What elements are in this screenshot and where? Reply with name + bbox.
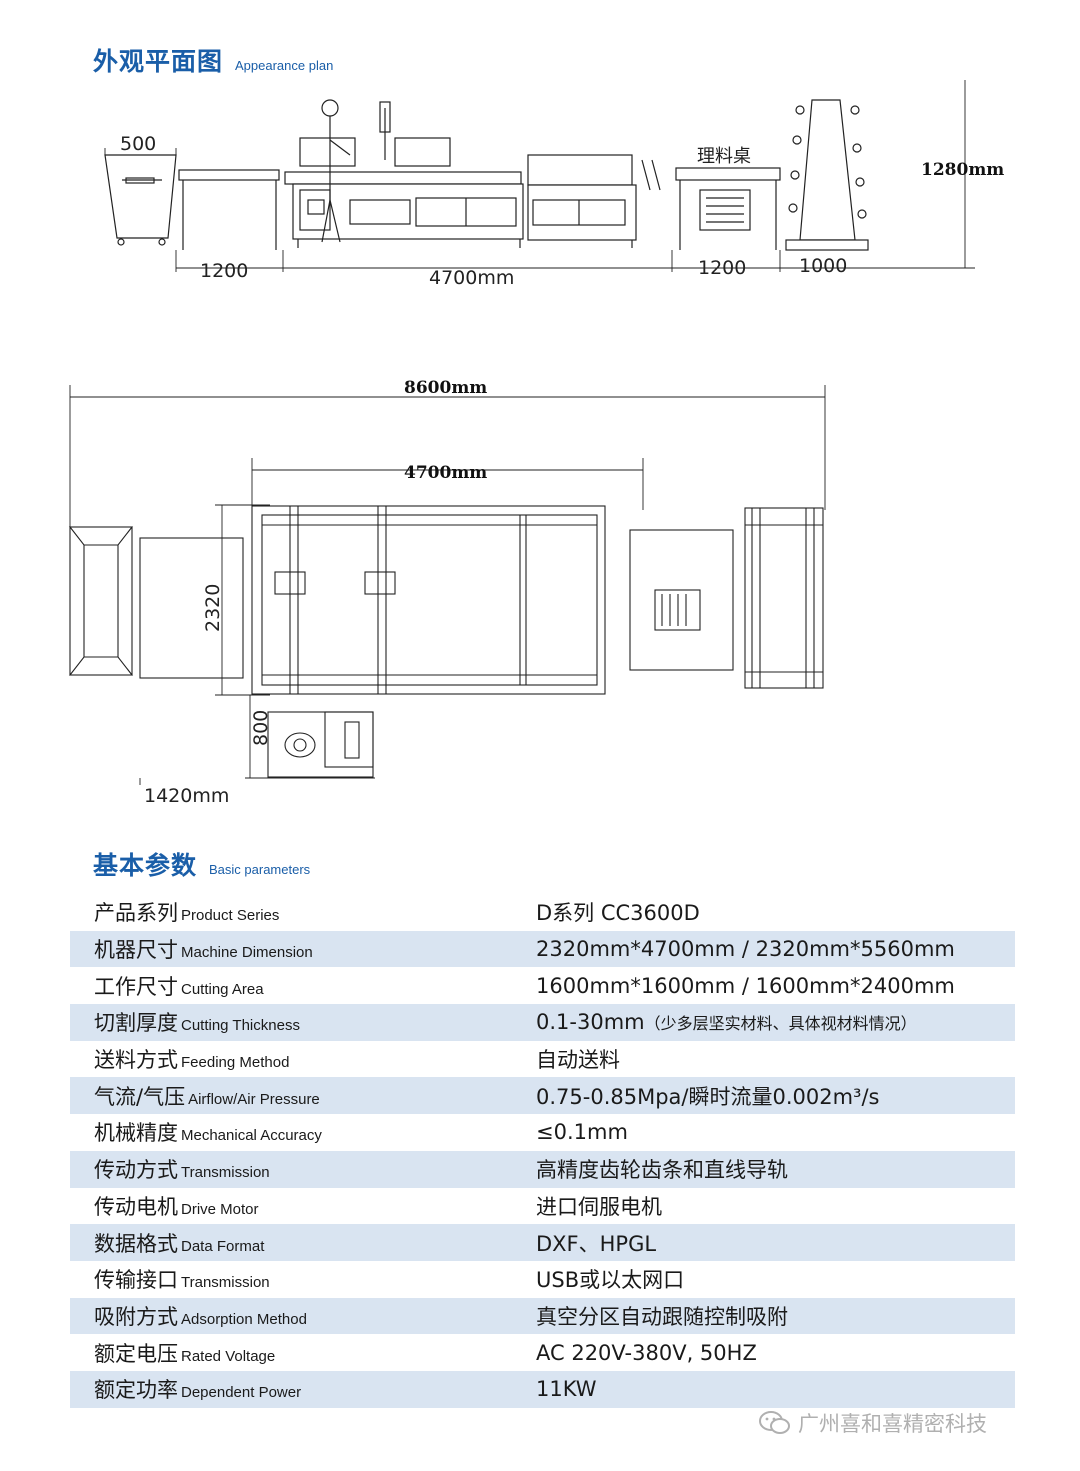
dim-front-4700: 4700mm [429,267,514,289]
dim-front-1200-right: 1200 [698,257,746,279]
top-left-table [139,537,244,679]
param-label-cn: 传动方式 [94,1158,178,1183]
sorting-table [675,167,781,250]
top-view-drawing: 8600mm 4700mm 2320 800 1420mm [68,378,826,807]
param-label-en: Dependent Power [181,1384,302,1402]
param-label-cn: 传动电机 [94,1194,178,1219]
dim-front-1280: 1280mm [921,160,1004,180]
param-label-cn: 机器尺寸 [94,938,178,963]
top-left-bin [68,526,134,676]
dim-top-4700: 4700mm [404,463,487,483]
watermark: 广州喜和喜精密科技 [758,1408,987,1438]
param-label-en: Cutting Area [181,980,264,998]
dim-top-2320: 2320 [202,584,224,632]
param-value: 高精度齿轮齿条和直线导轨 [536,1150,1015,1188]
param-value: ≤0.1mm [536,1120,628,1145]
param-label-en: Mechanical Accuracy [181,1127,322,1145]
param-value: USB或以太网口 [536,1268,685,1293]
param-label-cn: 工作尺寸 [94,974,178,999]
param-label-en: Product Series [181,907,280,925]
param-label-en: Machine Dimension [181,944,313,962]
param-label-cn: 吸附方式 [94,1304,178,1329]
basic-parameters-title-cn: 基本参数 [93,851,198,880]
param-value: DXF、HPGL [536,1224,1015,1261]
param-value: 1600mm*1600mm / 1600mm*2400mm [536,973,955,998]
param-value: 0.1-30mm [536,1010,645,1035]
dim-top-800: 800 [250,710,272,746]
operator-station [267,711,374,778]
param-label-cn: 数据格式 [94,1231,178,1256]
param-label-en: Drive Motor [181,1200,259,1218]
dim-front-1000: 1000 [799,255,847,277]
dim-top-8600: 8600mm [404,378,487,398]
material-rack [785,99,869,251]
param-note: （少多层坚实材料、具体视材料情况） [644,1014,917,1034]
param-value: AC 220V-380V, 50HZ [536,1340,757,1365]
left-feed-table [178,169,280,250]
dim-top-1420: 1420mm [144,785,229,807]
param-label-cn: 额定电压 [94,1341,178,1366]
param-value: 进口伺服电机 [536,1194,662,1219]
dim-front-500: 500 [120,133,156,155]
param-value: 2320mm*4700mm / 2320mm*5560mm [536,930,1015,968]
appearance-plan-title-en: Appearance plan [235,58,334,73]
appearance-plan-title-cn: 外观平面图 [93,47,224,76]
left-material-bin [104,154,177,246]
top-material-rack [744,507,824,689]
param-label-cn: 送料方式 [94,1048,178,1073]
param-label-en: Airflow/Air Pressure [188,1090,320,1108]
front-view-drawing: 500 1280mm 1200 4700mm 1200 1000 理料桌 [104,80,1004,289]
param-value: 自动送料 [536,1048,620,1073]
param-value: 11KW [536,1370,1015,1408]
wechat-icon [759,1411,790,1434]
dim-front-1200-left: 1200 [200,260,248,282]
front-dimension-lines [104,80,975,272]
param-label-cn: 产品系列 [94,901,178,926]
watermark-text: 广州喜和喜精密科技 [798,1412,987,1436]
param-label-en: Transmission [181,1164,270,1182]
param-label-cn: 气流/气压 [94,1084,186,1109]
param-label-en: Transmission [181,1274,270,1292]
basic-parameters-title: 基本参数 Basic parameters [93,846,310,882]
main-cutting-machine [284,99,661,248]
param-label-en: Data Format [181,1237,265,1255]
top-main-machine [251,505,606,695]
param-label-en: Adsorption Method [181,1310,307,1328]
param-value: 真空分区自动跟随控制吸附 [536,1297,1015,1335]
param-label-en: Feeding Method [181,1054,290,1072]
param-label-en: Cutting Thickness [181,1017,300,1035]
param-label-cn: 切割厚度 [94,1011,178,1036]
sorting-table-label: 理料桌 [697,146,751,167]
top-sorting-table [629,529,734,671]
appearance-plan-title: 外观平面图 Appearance plan [93,42,333,78]
param-label-cn: 机械精度 [94,1121,178,1146]
param-label-cn: 传输接口 [94,1268,178,1293]
param-label-en: Rated Voltage [181,1347,276,1365]
param-value: D系列 CC3600D [536,901,700,926]
basic-parameters-title-en: Basic parameters [209,862,311,877]
top-dimension-lines [69,385,826,785]
param-value: 0.75-0.85Mpa/瞬时流量0.002m³/s [536,1077,1015,1115]
param-label-cn: 额定功率 [94,1378,178,1403]
